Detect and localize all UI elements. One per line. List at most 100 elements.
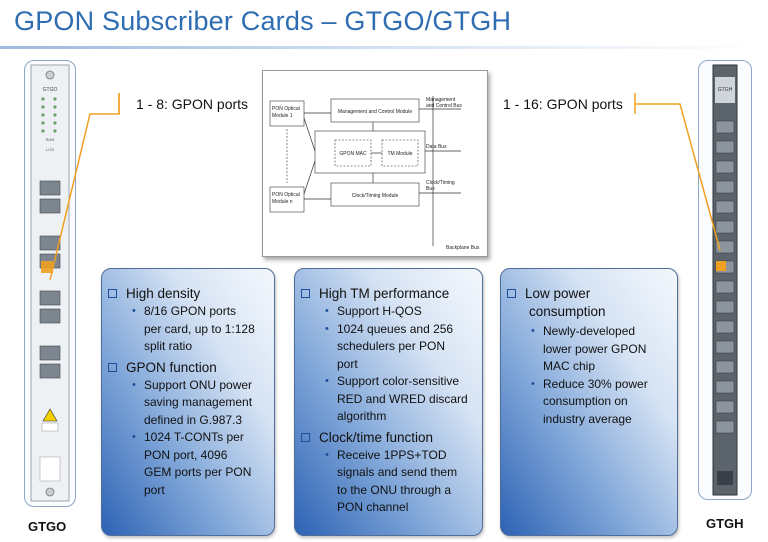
square-bullet-icon [507, 289, 516, 298]
bullet-dot-icon: • [132, 378, 136, 391]
gtgh-card-label: GTGH [706, 516, 744, 531]
data-bus-label: Data Bus [426, 144, 447, 150]
bullet-line: GEM ports per PON [144, 465, 252, 479]
feature-bullet: • 8/16 GPON ports per card, up to 1:128 … [106, 303, 270, 356]
mgmt-bus-line1: Management [426, 97, 456, 103]
bullet-dot-icon: • [531, 377, 535, 390]
clock-bus-line2: Bus [426, 186, 435, 192]
feature-heading: High TM performance [299, 285, 478, 303]
title-divider [0, 46, 768, 49]
feature-callout-density: High density • 8/16 GPON ports per card,… [101, 268, 275, 536]
bullet-line: Support H-QOS [337, 304, 422, 318]
bullet-line: lower power GPON [543, 341, 647, 356]
gtgo-indicator-label-run: RUN [46, 137, 55, 142]
pon-module-1-line1: PON Optical [272, 106, 300, 112]
pon-module-n-box [269, 186, 305, 213]
square-bullet-icon [301, 289, 310, 298]
bullet-line: MAC chip [543, 359, 596, 373]
gtgo-card-frame: GTGO RUN LOS [24, 60, 76, 507]
bullet-line: per card, up to 1:128 [144, 321, 255, 336]
bullet-line: Newly-developed [543, 324, 636, 338]
gtgo-top-text: GTGO [43, 87, 58, 93]
gtgo-card-illustration: GTGO RUN LOS [30, 64, 70, 502]
bullet-line: port [144, 482, 165, 497]
gtgo-card-label: GTGO [28, 519, 67, 534]
feature-heading: High density [106, 285, 270, 303]
heading-text: consumption [529, 304, 606, 319]
block-diagram-svg: PON Optical Module 1 PON Optical Module … [269, 96, 480, 251]
feature-bullet: • Support ONU power saving management de… [106, 377, 270, 430]
bullet-dot-icon: • [325, 322, 329, 335]
gtgh-card-frame: GTGH [698, 60, 752, 500]
mgmt-module-label: Management and Control Module [338, 109, 412, 115]
pon-module-1-line2: Module 1 [272, 113, 293, 119]
feature-callout-tm: High TM performance • Support H-QOS • 10… [294, 268, 483, 536]
tm-module-label: TM Module [387, 151, 412, 157]
heading-text: Low power [525, 286, 591, 301]
bullet-line: split ratio [144, 339, 193, 353]
feature-bullet: • Reduce 30% power consumption on indust… [505, 376, 673, 429]
bullet-dot-icon: • [325, 305, 329, 317]
feature-heading: Clock/time function [299, 429, 478, 447]
bullet-line: defined in G.987.3 [144, 412, 243, 427]
bullet-dot-icon: • [132, 431, 136, 443]
bullet-line: 8/16 GPON ports [144, 304, 237, 318]
feature-bullet: • 1024 T-CONTs per PON port, 4096 GEM po… [106, 429, 270, 499]
feature-heading: Low power consumption [505, 285, 673, 321]
feature-heading: GPON function [106, 359, 270, 377]
bullet-line: PON port, 4096 [144, 447, 228, 462]
gtgh-ports-label: 1 - 16: GPON ports [503, 96, 623, 112]
bullet-dot-icon: • [325, 448, 329, 461]
bullet-line: Reduce 30% power [543, 376, 648, 391]
square-bullet-icon [108, 289, 117, 298]
bullet-line: algorithm [337, 409, 387, 423]
clock-module-label: Clock/Timing Module [352, 193, 399, 199]
gpon-mac-box [334, 139, 372, 167]
mgmt-module-box [330, 98, 420, 123]
backplane-bus-label: Backplane Bus [446, 245, 480, 251]
square-bullet-icon [108, 362, 117, 372]
bullet-line: port [337, 356, 358, 371]
heading-text: High TM performance [319, 286, 450, 301]
bullet-line: 1024 T-CONTs per [144, 430, 244, 444]
gpon-mac-label: GPON MAC [339, 151, 367, 157]
bullet-line: saving management [144, 395, 253, 409]
square-bullet-icon [301, 432, 310, 442]
clock-bus-line1: Clock/Timing [426, 180, 455, 186]
gtgo-port-leader [49, 93, 120, 281]
heading-text: High density [126, 286, 201, 301]
bullet-dot-icon: • [325, 375, 329, 387]
bullet-line: Receive 1PPS+TOD [337, 447, 447, 462]
heading-text: Clock/time function [319, 429, 434, 445]
bullet-line: to the ONU through a [337, 482, 452, 497]
pon-module-1-box [269, 100, 305, 127]
bullet-line: Support color-sensitive [337, 374, 460, 388]
block-diagram: PON Optical Module 1 PON Optical Module … [262, 70, 488, 257]
page-title: GPON Subscriber Cards – GTGO/GTGH [14, 6, 512, 36]
tm-module-box [381, 139, 419, 167]
bullet-dot-icon: • [531, 325, 535, 337]
pon-module-n-line2: Module n [272, 199, 293, 205]
gtgh-port-leader [634, 93, 721, 251]
feature-bullet: • Support color-sensitive RED and WRED d… [299, 373, 478, 426]
bullet-line: consumption on [543, 394, 628, 408]
bullet-line: 1024 queues and 256 [337, 321, 454, 336]
gtgh-card-illustration: GTGH [712, 64, 738, 496]
bullet-line: RED and WRED discard [337, 391, 468, 406]
heading-text: GPON function [126, 359, 217, 375]
feature-bullet: • 1024 queues and 256 schedulers per PON… [299, 321, 478, 374]
clock-module-box [330, 182, 420, 207]
feature-bullet: • Newly-developed lower power GPON MAC c… [505, 323, 673, 376]
gtgh-top-text: GTGH [718, 87, 733, 93]
bullet-line: Support ONU power [144, 377, 253, 392]
bullet-line: PON channel [337, 500, 409, 514]
gtgo-indicator-label-los: LOS [46, 147, 54, 152]
bullet-line: industry average [543, 411, 632, 426]
mgmt-bus-line2: and Control Bus [426, 103, 462, 109]
gtgo-ports-label: 1 - 8: GPON ports [136, 96, 249, 112]
pon-module-n-line1: PON Optical [272, 192, 300, 198]
bullet-line: schedulers per PON [337, 339, 446, 353]
bullet-dot-icon: • [132, 305, 136, 317]
feature-bullet: • Support H-QOS [299, 303, 478, 321]
feature-callout-power: Low power consumption • Newly-developed … [500, 268, 678, 536]
